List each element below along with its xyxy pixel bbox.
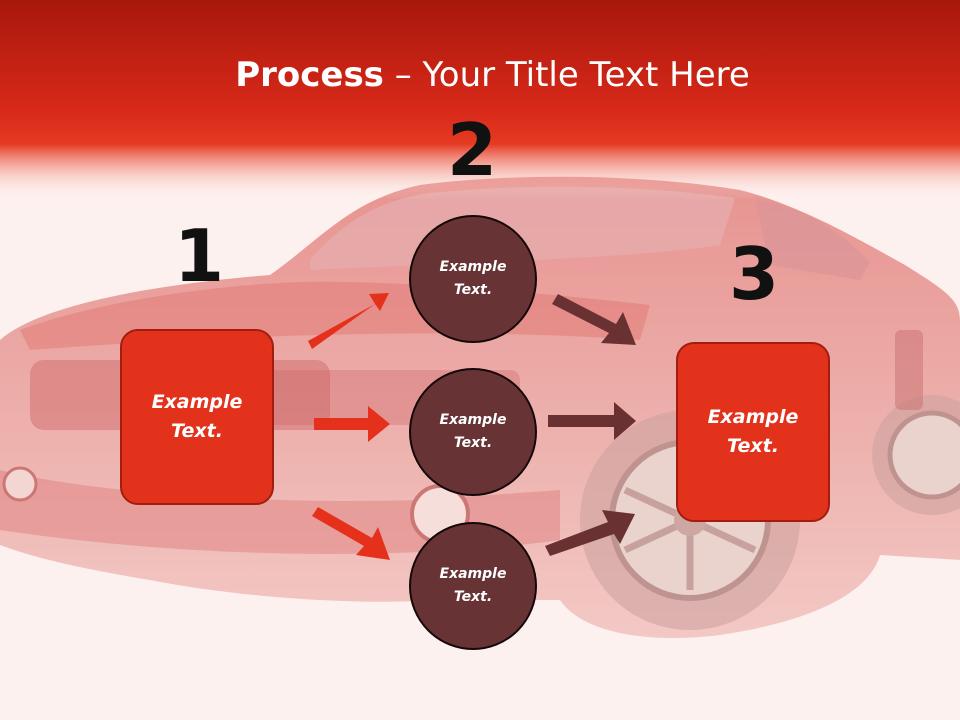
title-rest: – Your Title Text Here	[383, 55, 750, 95]
arrow-from-middle-circle	[548, 402, 636, 440]
right-process-box: Example Text.	[676, 342, 830, 522]
title-bold: Process	[235, 55, 384, 95]
step-number-1: 1	[173, 214, 225, 298]
circle-node-middle: Example Text.	[409, 368, 537, 496]
circle-top-label: Example Text.	[439, 259, 507, 298]
slide-title: Process – Your Title Text Here	[0, 52, 960, 98]
right-box-label: Example Text.	[707, 406, 799, 457]
circle-node-bottom: Example Text.	[409, 522, 537, 650]
arrow-from-top-circle	[552, 294, 636, 345]
left-box-label: Example Text.	[151, 391, 243, 442]
arrow-from-bottom-circle	[545, 510, 635, 556]
arrow-to-middle-circle	[314, 406, 390, 442]
arrow-to-bottom-circle	[312, 507, 390, 560]
step-number-3: 3	[728, 232, 780, 316]
step-number-2: 2	[446, 108, 498, 192]
arrow-to-top-circle	[308, 293, 389, 349]
circle-node-top: Example Text.	[409, 215, 537, 343]
circle-middle-label: Example Text.	[439, 412, 507, 451]
left-process-box: Example Text.	[120, 329, 274, 505]
circle-bottom-label: Example Text.	[439, 566, 507, 605]
